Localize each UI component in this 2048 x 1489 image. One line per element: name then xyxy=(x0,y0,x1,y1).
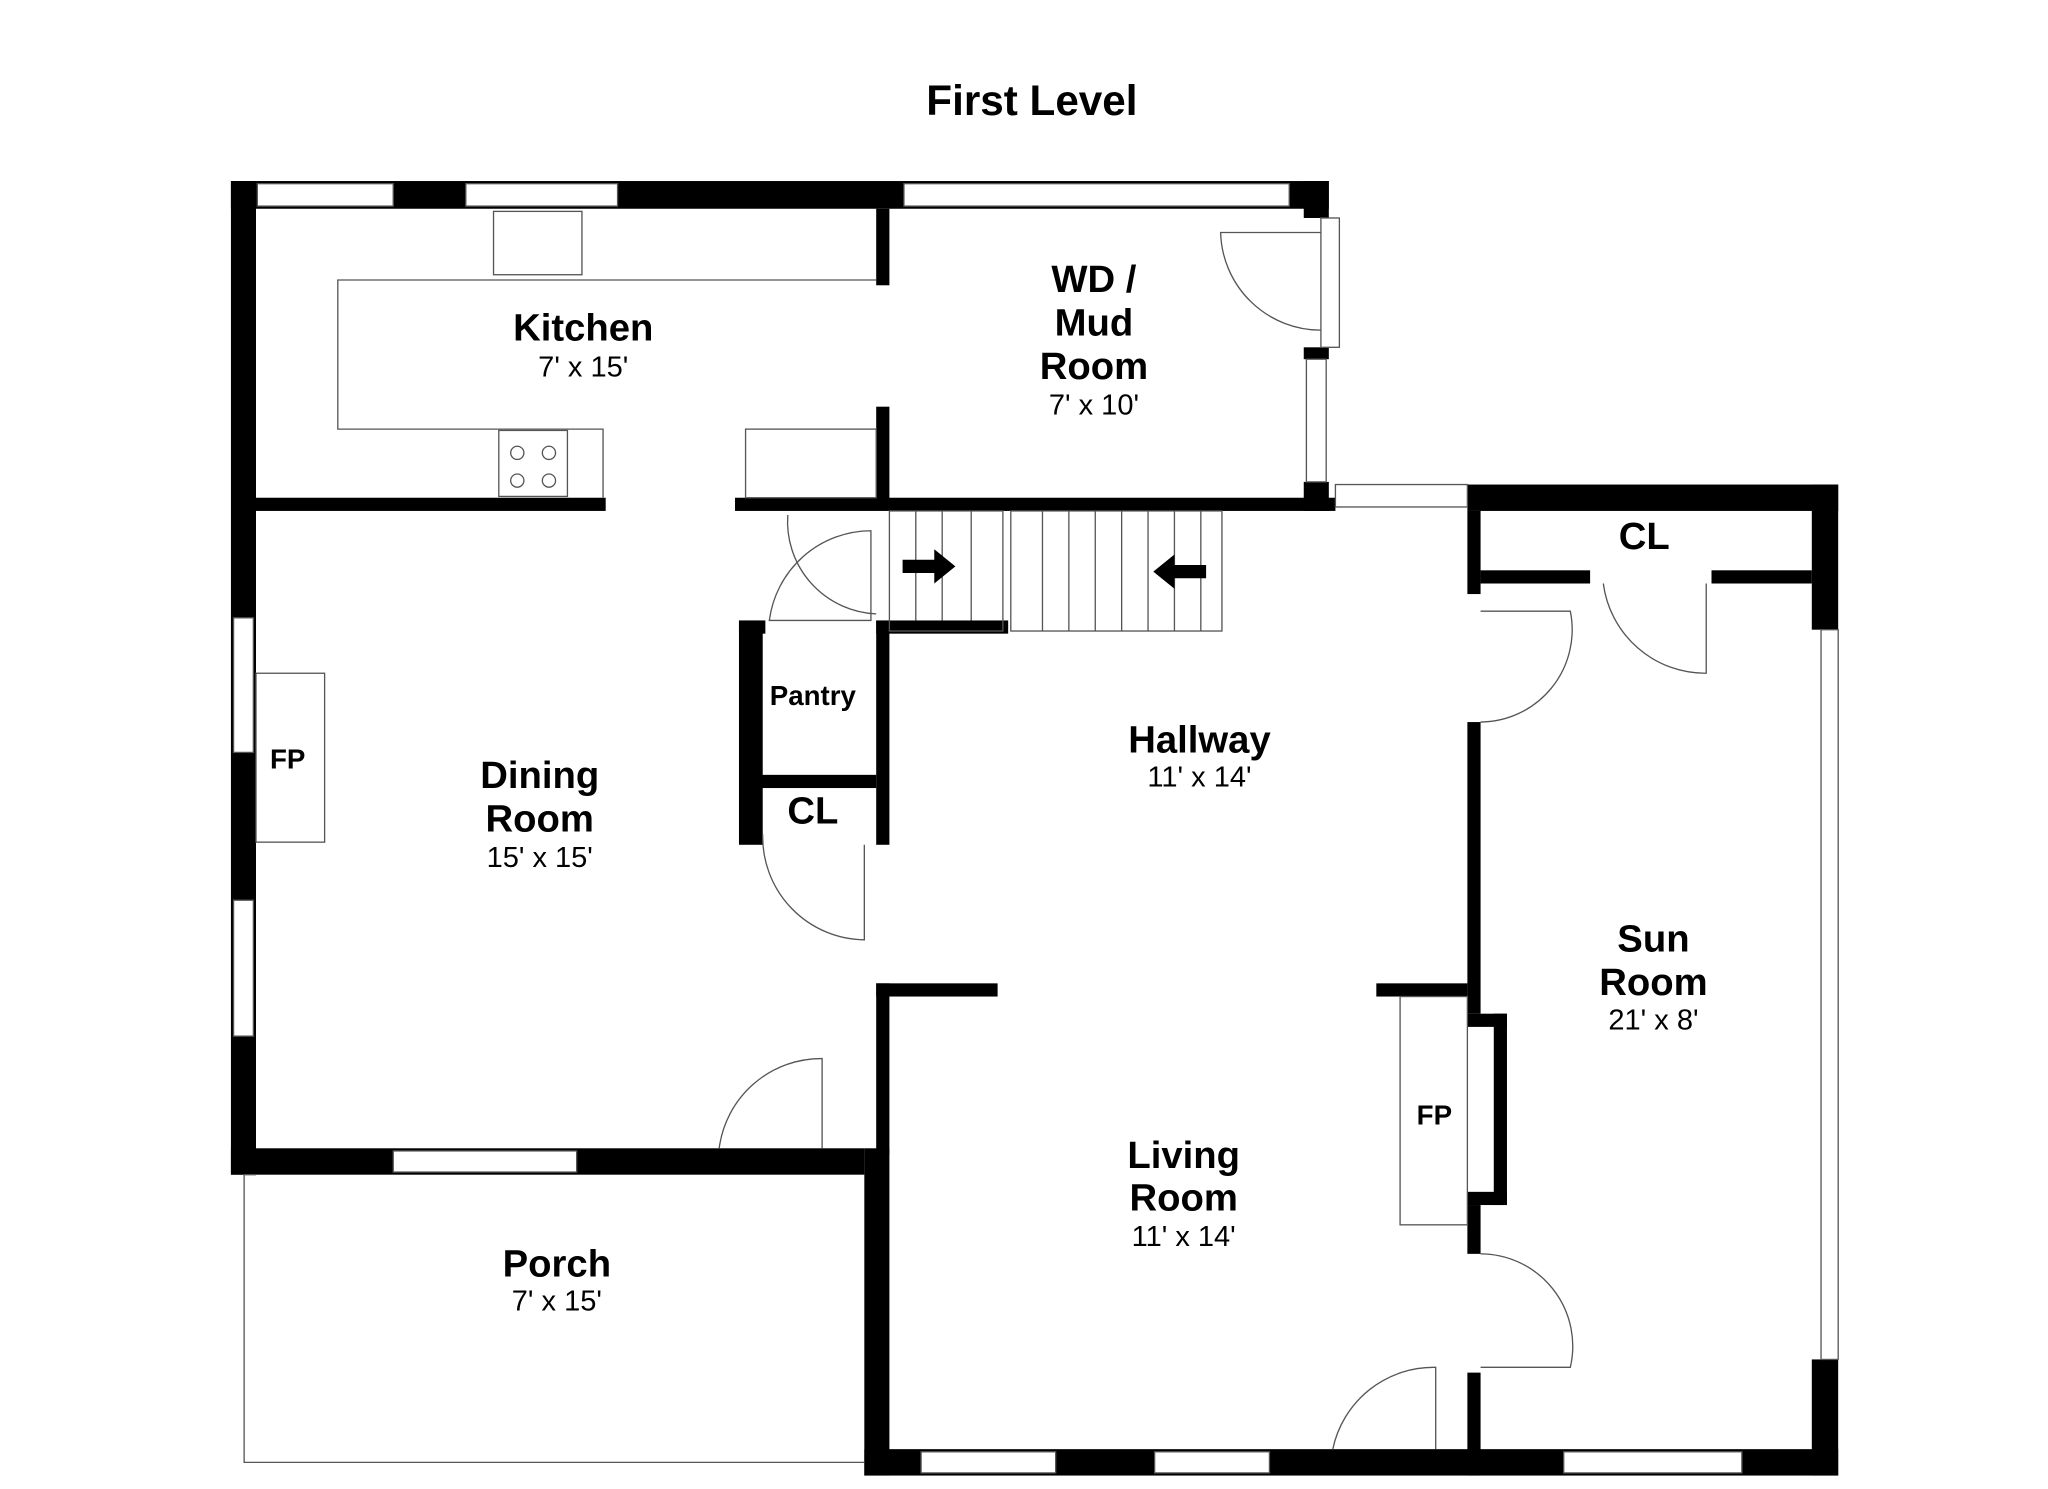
fp-living-label: FP xyxy=(1417,1100,1452,1131)
closet-dining-label: CL xyxy=(787,790,838,833)
dining-label-2: Room xyxy=(486,798,594,841)
living-label-2: Room xyxy=(1129,1176,1237,1219)
stairs xyxy=(888,510,1223,632)
hallway-size: 11' x 14' xyxy=(1147,762,1251,794)
mud-size: 7' x 10' xyxy=(1049,390,1139,422)
room-labels: Kitchen 7' x 15' WD / Mud Room 7' x 10' … xyxy=(270,258,1708,1318)
stove-icon xyxy=(498,429,569,498)
pantry-label: Pantry xyxy=(770,680,857,711)
mud-label-3: Room xyxy=(1040,345,1148,388)
porch-size: 7' x 15' xyxy=(512,1286,602,1318)
doors xyxy=(718,217,1707,1450)
kitchen-label: Kitchen xyxy=(513,307,653,350)
dining-size: 15' x 15' xyxy=(487,842,593,874)
mud-label-1: WD / xyxy=(1051,258,1136,301)
fp-dining-label: FP xyxy=(270,743,305,774)
dining-label-1: Dining xyxy=(480,754,599,797)
windows xyxy=(232,183,1839,1474)
porch-label: Porch xyxy=(503,1242,611,1285)
sink-icon xyxy=(492,210,583,276)
sun-size: 21' x 8' xyxy=(1608,1005,1698,1037)
mud-label-2: Mud xyxy=(1055,301,1134,344)
fixtures xyxy=(243,210,1469,1464)
fireplace-living xyxy=(1399,995,1469,1226)
plan-title: First Level xyxy=(926,77,1137,124)
closet-sun-label: CL xyxy=(1619,515,1670,558)
kitchen-size: 7' x 15' xyxy=(538,351,628,383)
sun-label-2: Room xyxy=(1599,961,1707,1004)
porch-outline xyxy=(243,1174,865,1464)
living-size: 11' x 14' xyxy=(1132,1221,1236,1253)
walls xyxy=(230,181,1839,1476)
arrow-left-icon xyxy=(1153,554,1207,589)
sun-label-1: Sun xyxy=(1617,918,1689,961)
hallway-label: Hallway xyxy=(1128,718,1271,761)
living-label-1: Living xyxy=(1127,1134,1240,1177)
arrow-right-icon xyxy=(902,549,956,584)
fireplace-dining xyxy=(255,672,326,843)
